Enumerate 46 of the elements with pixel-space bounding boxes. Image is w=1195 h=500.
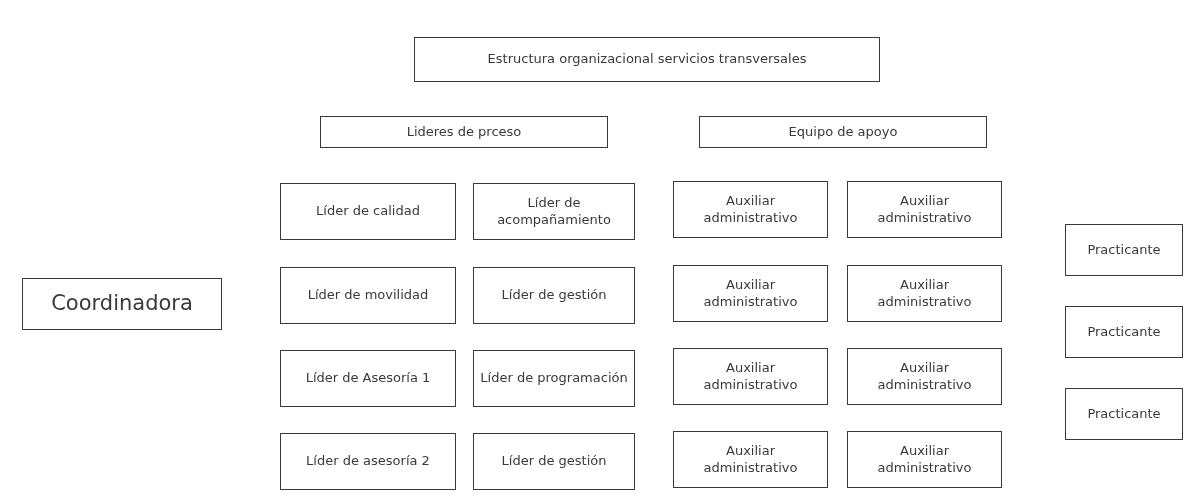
role-box [673, 348, 828, 405]
role-box [473, 350, 635, 407]
role-box [673, 265, 828, 322]
role-label: Practicante [1087, 241, 1161, 259]
role-box [673, 431, 828, 488]
role-box [699, 116, 987, 148]
role-label: Auxiliar administrativo [702, 192, 799, 227]
role-label: Auxiliar administrativo [702, 359, 799, 394]
role-label: Estructura organizacional servicios transversales [487, 51, 807, 68]
role-box [1065, 306, 1183, 358]
role-label: Líder de programación [480, 370, 628, 387]
role-box [280, 183, 456, 240]
role-box [1065, 388, 1183, 440]
role-label: Coordinadora [51, 290, 193, 318]
role-label: Líder de acompañamiento [496, 194, 612, 229]
role-box [473, 433, 635, 490]
role-label: Líder de calidad [316, 203, 420, 220]
role-box [1065, 224, 1183, 276]
role-box [22, 278, 222, 330]
role-box [320, 116, 608, 148]
role-box [280, 433, 456, 490]
role-label: Lideres de prceso [406, 123, 522, 141]
role-label: Auxiliar administrativo [876, 359, 973, 394]
role-label: Líder de gestión [501, 453, 607, 470]
role-label: Líder de asesoría 2 [306, 453, 430, 470]
role-label: Equipo de apoyo [788, 123, 898, 141]
role-box [847, 348, 1002, 405]
role-label: Líder de gestión [501, 287, 607, 304]
role-box [414, 37, 880, 82]
role-label: Auxiliar administrativo [702, 442, 799, 477]
role-box [280, 350, 456, 407]
role-box [847, 265, 1002, 322]
role-label: Practicante [1087, 323, 1161, 341]
role-box [847, 431, 1002, 488]
role-label: Líder de movilidad [307, 287, 429, 304]
role-label: Auxiliar administrativo [702, 276, 799, 311]
role-label: Auxiliar administrativo [876, 276, 973, 311]
role-box [473, 267, 635, 324]
role-label: Auxiliar administrativo [876, 192, 973, 227]
role-box [280, 267, 456, 324]
role-box [473, 183, 635, 240]
role-label: Auxiliar administrativo [876, 442, 973, 477]
role-box [847, 181, 1002, 238]
role-box [673, 181, 828, 238]
role-label: Líder de Asesoría 1 [305, 370, 431, 387]
role-label: Practicante [1087, 405, 1161, 423]
